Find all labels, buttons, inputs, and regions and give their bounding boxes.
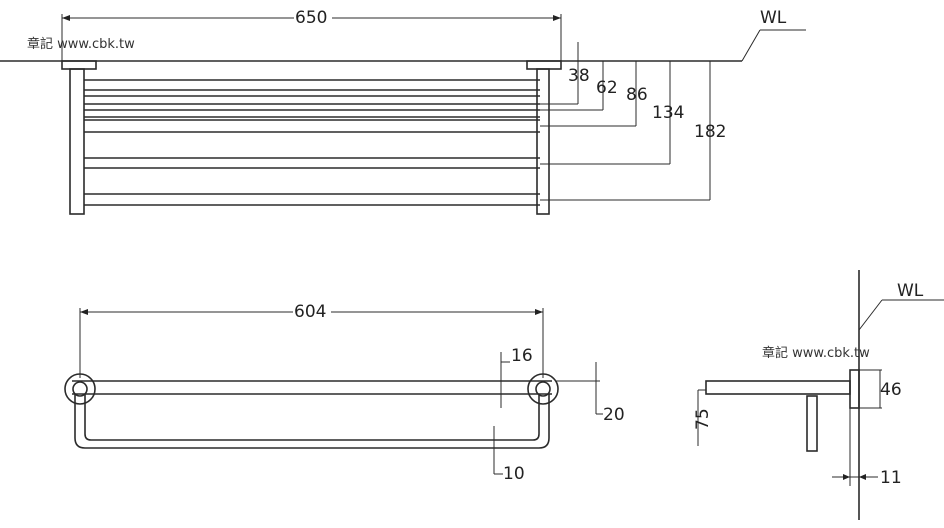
u-rail-inner (84, 394, 540, 441)
depth-label: 75 (693, 408, 713, 430)
side-hanging-rod (806, 395, 818, 452)
side-wl-label: WL (897, 281, 924, 301)
overall-width-label: 650 (295, 8, 327, 28)
rail (84, 157, 540, 169)
offset-38-label: 38 (568, 66, 590, 86)
rail (84, 95, 540, 105)
left-mount-plate (61, 60, 97, 70)
left-post (69, 68, 85, 215)
rail (84, 109, 540, 118)
wall-line-leader (741, 29, 761, 62)
right-post (536, 68, 550, 215)
rail-offset-dimensions (540, 42, 711, 201)
top-view: 604 16 20 10 (64, 302, 625, 484)
offset-134-label: 134 (652, 103, 684, 123)
dim-10-label: 10 (503, 464, 525, 484)
side-view: WL 章記 www.cbk.tw 75 46 11 (693, 270, 944, 520)
dim-20-label: 20 (603, 405, 625, 425)
rail (84, 119, 540, 133)
side-arm (705, 380, 851, 395)
top-bar (72, 380, 552, 395)
rail (84, 193, 540, 206)
rails (84, 79, 540, 206)
u-rail-outer (74, 394, 550, 449)
right-mount-plate (526, 60, 562, 70)
watermark-side: 章記 www.cbk.tw (762, 345, 870, 361)
side-mount-plate (849, 369, 860, 409)
rail-length-label: 604 (294, 302, 326, 322)
watermark-top: 章記 www.cbk.tw (27, 36, 135, 52)
right-end-cap (527, 373, 559, 405)
rail (84, 79, 540, 91)
wl-label: WL (760, 8, 787, 28)
plate-thickness-label: 11 (880, 468, 902, 488)
front-view: WL 650 章記 www.cbk.tw (0, 8, 806, 215)
offset-86-label: 86 (626, 85, 648, 105)
dim-16-label: 16 (511, 346, 533, 366)
offset-62-label: 62 (596, 78, 618, 98)
mount-height-label: 46 (880, 380, 902, 400)
left-end-cap (64, 373, 96, 405)
offset-182-label: 182 (694, 122, 726, 142)
